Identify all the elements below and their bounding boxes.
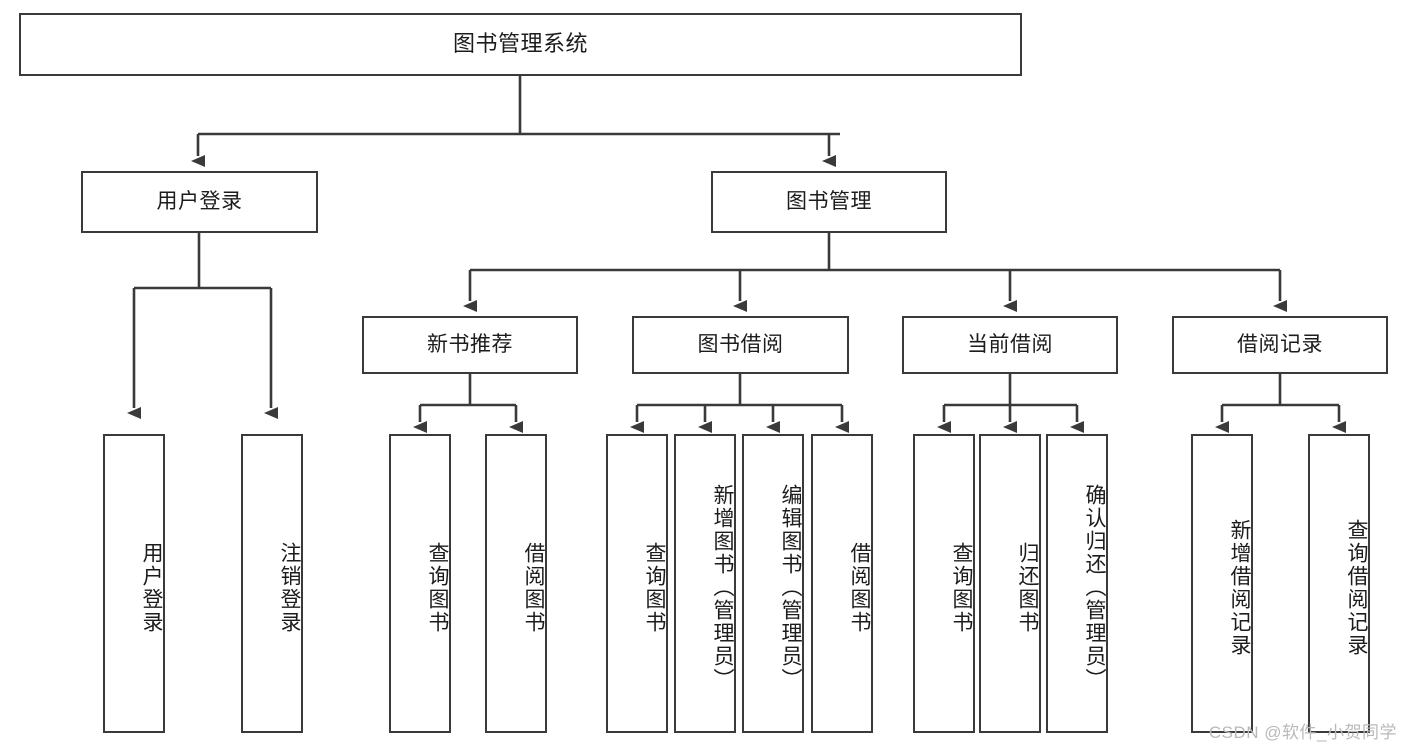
- node-leaf-logout-label: 注销登录: [278, 541, 301, 634]
- node-root-label: 图书管理系统: [452, 31, 588, 57]
- node-leaf-query-record-label: 查询借阅记录: [1345, 518, 1368, 657]
- node-leaf-add-record-label: 新增借阅记录: [1228, 518, 1251, 657]
- node-leaf-logout[interactable]: 注销登录: [241, 434, 303, 733]
- node-new-book-rec-label: 新书推荐: [427, 333, 513, 357]
- node-leaf-borrow-book-2[interactable]: 借阅图书: [811, 434, 873, 733]
- node-user-login[interactable]: 用户登录: [81, 171, 318, 233]
- node-current-borrow[interactable]: 当前借阅: [902, 316, 1118, 374]
- node-current-borrow-label: 当前借阅: [967, 333, 1053, 357]
- node-book-borrow[interactable]: 图书借阅: [632, 316, 849, 374]
- node-leaf-add-book-label: 新增图书（管理员）: [711, 484, 734, 691]
- node-new-book-rec[interactable]: 新书推荐: [362, 316, 578, 374]
- node-leaf-borrow-book-1-label: 借阅图书: [522, 541, 545, 634]
- node-leaf-query-book-2[interactable]: 查询图书: [606, 434, 668, 733]
- node-book-manage[interactable]: 图书管理: [711, 171, 947, 233]
- node-leaf-add-book[interactable]: 新增图书（管理员）: [674, 434, 736, 733]
- node-leaf-query-book-2-label: 查询图书: [643, 541, 666, 634]
- node-user-login-label: 用户登录: [156, 190, 243, 214]
- node-leaf-borrow-book-2-label: 借阅图书: [848, 541, 871, 634]
- node-borrow-record-label: 借阅记录: [1237, 333, 1323, 357]
- node-leaf-confirm-return[interactable]: 确认归还（管理员）: [1046, 434, 1108, 733]
- node-leaf-query-book-3[interactable]: 查询图书: [913, 434, 975, 733]
- node-leaf-edit-book-label: 编辑图书（管理员）: [779, 484, 802, 691]
- node-leaf-return-book-label: 归还图书: [1016, 541, 1039, 634]
- watermark: CSDN @软件_小贺同学: [1208, 723, 1397, 742]
- node-leaf-query-record[interactable]: 查询借阅记录: [1308, 434, 1370, 733]
- node-leaf-return-book[interactable]: 归还图书: [979, 434, 1041, 733]
- node-root[interactable]: 图书管理系统: [19, 13, 1022, 76]
- node-leaf-edit-book[interactable]: 编辑图书（管理员）: [742, 434, 804, 733]
- node-leaf-confirm-return-label: 确认归还（管理员）: [1083, 484, 1106, 691]
- node-leaf-add-record[interactable]: 新增借阅记录: [1191, 434, 1253, 733]
- node-book-borrow-label: 图书借阅: [697, 333, 784, 357]
- node-borrow-record[interactable]: 借阅记录: [1172, 316, 1388, 374]
- node-leaf-user-login[interactable]: 用户登录: [103, 434, 165, 733]
- node-leaf-query-book-1-label: 查询图书: [426, 541, 449, 634]
- node-book-manage-label: 图书管理: [786, 190, 872, 214]
- node-leaf-user-login-label: 用户登录: [140, 541, 163, 634]
- node-leaf-query-book-1[interactable]: 查询图书: [389, 434, 451, 733]
- node-leaf-borrow-book-1[interactable]: 借阅图书: [485, 434, 547, 733]
- node-leaf-query-book-3-label: 查询图书: [950, 541, 973, 634]
